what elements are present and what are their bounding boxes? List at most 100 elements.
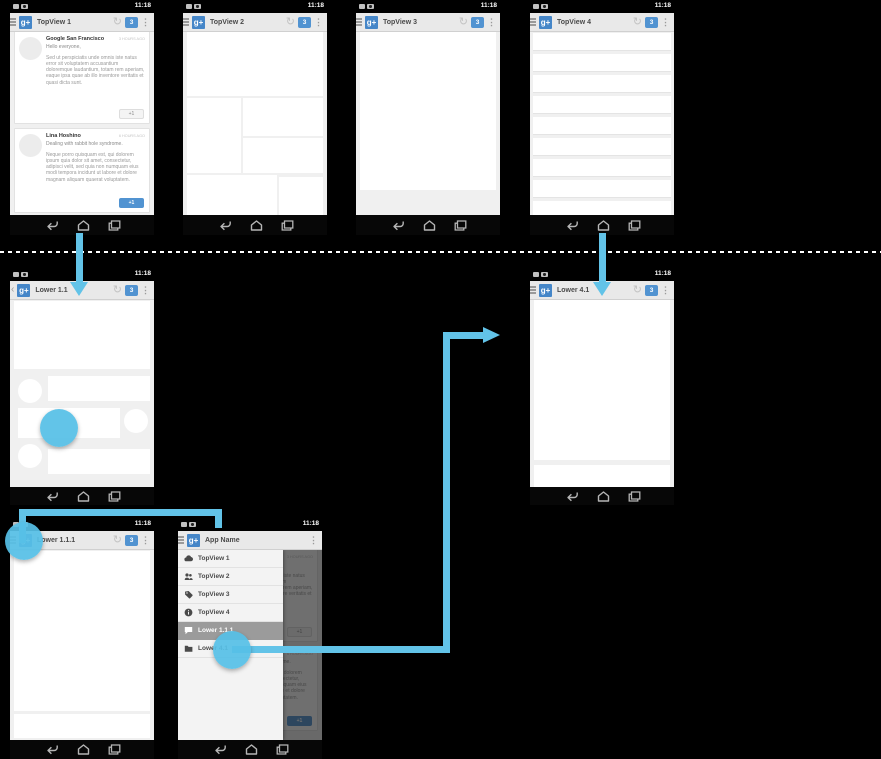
feed-card[interactable]: Google San Francisco 3 HOURS AGO Hello e… <box>14 32 150 124</box>
refresh-icon[interactable]: ↻ <box>285 15 295 28</box>
screenshot-icon <box>13 4 19 9</box>
notification-badge[interactable]: 3 <box>471 16 484 28</box>
overflow-menu-icon[interactable]: ⋮ <box>661 16 670 27</box>
notification-badge[interactable]: 3 <box>645 16 658 28</box>
notification-badge[interactable]: 3 <box>125 16 138 28</box>
content-panel <box>14 714 150 738</box>
chat-icon <box>184 627 193 635</box>
drawer-item-topview3[interactable]: TopView 3 <box>178 586 283 604</box>
menu-icon[interactable] <box>183 18 189 26</box>
plus-one-button[interactable]: +1 <box>119 198 144 208</box>
refresh-icon[interactable]: ↻ <box>632 283 642 296</box>
back-button[interactable] <box>44 220 59 231</box>
back-button[interactable] <box>212 744 227 755</box>
home-button[interactable] <box>423 219 436 231</box>
recents-button[interactable] <box>108 744 121 755</box>
folder-icon <box>184 645 193 652</box>
overflow-menu-icon[interactable]: ⋮ <box>141 284 150 295</box>
refresh-icon[interactable]: ↻ <box>458 15 468 28</box>
overflow-menu-icon[interactable]: ⋮ <box>141 16 150 27</box>
back-button[interactable] <box>390 220 405 231</box>
list-item[interactable] <box>533 159 671 177</box>
content-panel <box>534 300 670 460</box>
gplus-logo: g+ <box>539 15 552 29</box>
drawer-item-topview4[interactable]: TopView 4 <box>178 604 283 622</box>
recents-button[interactable] <box>628 219 641 231</box>
recents-button[interactable] <box>108 490 121 502</box>
grid-tile[interactable] <box>187 32 323 96</box>
refresh-icon[interactable]: ↻ <box>112 533 122 546</box>
home-button[interactable] <box>250 219 263 231</box>
feed-card[interactable]: Lina Hoshino 6 HOURS AGO Dealing with ra… <box>14 128 150 213</box>
drawer-item-topview2[interactable]: TopView 2 <box>178 568 283 586</box>
recents-button[interactable] <box>276 744 289 755</box>
home-button[interactable] <box>77 490 90 502</box>
list-item[interactable] <box>533 201 671 215</box>
single-panel <box>356 32 500 215</box>
recents-button[interactable] <box>108 219 121 231</box>
home-button[interactable] <box>597 219 610 231</box>
menu-icon[interactable] <box>356 18 362 26</box>
list-item[interactable] <box>533 54 671 72</box>
grid-tile[interactable] <box>187 175 277 215</box>
back-button[interactable] <box>217 220 232 231</box>
recents-button[interactable] <box>281 219 294 231</box>
list-item[interactable] <box>533 75 671 93</box>
list-item[interactable] <box>48 449 150 474</box>
touch-indicator-lower111-menu <box>5 522 43 560</box>
list-item[interactable] <box>533 96 671 114</box>
nav-bar <box>178 740 322 759</box>
refresh-icon[interactable]: ↻ <box>112 283 122 296</box>
nav-bar <box>10 740 154 759</box>
drawer-item-topview1[interactable]: TopView 1 <box>178 550 283 568</box>
screen-title: TopView 2 <box>210 18 244 26</box>
list-item[interactable] <box>48 376 150 401</box>
menu-icon[interactable] <box>10 18 16 26</box>
back-button[interactable] <box>44 744 59 755</box>
list-item[interactable] <box>533 180 671 198</box>
back-button[interactable] <box>564 220 579 231</box>
overflow-menu-icon[interactable]: ⋮ <box>487 16 496 27</box>
phone-drawer: 11:18 g+ App Name ⋮ Google San Francisco… <box>178 518 322 759</box>
refresh-icon[interactable]: ↻ <box>632 15 642 28</box>
overflow-menu-icon[interactable]: ⋮ <box>141 534 150 545</box>
overflow-menu-icon[interactable]: ⋮ <box>309 534 318 545</box>
recents-button[interactable] <box>628 490 641 502</box>
clock: 11:18 <box>134 2 151 10</box>
list-item[interactable] <box>533 117 671 135</box>
notification-badge[interactable]: 3 <box>298 16 311 28</box>
content-panel <box>14 301 150 369</box>
screenshot-icon <box>533 4 539 9</box>
home-button[interactable] <box>77 219 90 231</box>
grid-tile[interactable] <box>243 98 323 136</box>
back-button[interactable] <box>564 491 579 502</box>
home-button[interactable] <box>245 744 258 755</box>
menu-icon[interactable] <box>178 536 184 544</box>
recents-button[interactable] <box>454 219 467 231</box>
notification-badge[interactable]: 3 <box>125 284 138 296</box>
back-button[interactable] <box>44 491 59 502</box>
flow-connector-drawer-to-lower41 <box>443 332 450 653</box>
plus-one-button[interactable]: +1 <box>119 109 144 119</box>
content-panel <box>534 465 670 487</box>
drawer-item-label: TopView 3 <box>198 591 230 598</box>
list-item[interactable] <box>533 138 671 156</box>
overflow-menu-icon[interactable]: ⋮ <box>314 16 323 27</box>
grid-tile[interactable] <box>279 177 323 215</box>
home-button[interactable] <box>597 490 610 502</box>
grid-tile[interactable] <box>243 138 323 173</box>
overflow-menu-icon[interactable]: ⋮ <box>661 284 670 295</box>
nav-bar <box>10 215 154 235</box>
notification-badge[interactable]: 3 <box>645 284 658 296</box>
screenshot-icon <box>359 4 365 9</box>
list-item[interactable] <box>533 33 671 51</box>
notification-badge[interactable]: 3 <box>125 534 138 546</box>
home-button[interactable] <box>77 744 90 755</box>
menu-icon[interactable] <box>530 18 536 26</box>
back-caret-icon[interactable]: ‹ <box>11 284 15 295</box>
nav-bar <box>530 487 674 505</box>
refresh-icon[interactable]: ↻ <box>112 15 122 28</box>
grid-tile[interactable] <box>187 98 241 173</box>
menu-icon[interactable] <box>530 286 536 294</box>
